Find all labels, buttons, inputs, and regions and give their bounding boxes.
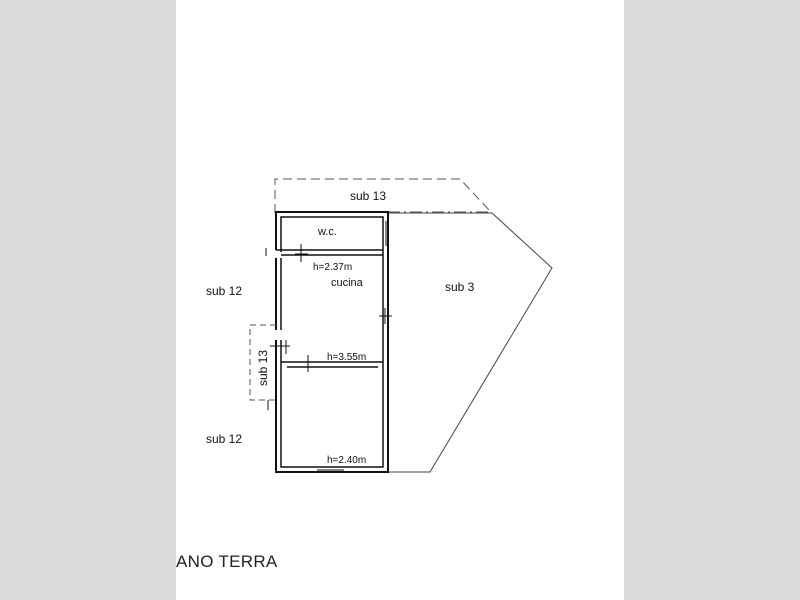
sub12-upper-label: sub 12 <box>206 284 242 298</box>
building-walls <box>275 211 389 473</box>
wc-height-label: h=2.37m <box>313 262 352 273</box>
sub3-boundary <box>388 212 553 473</box>
wc-label: w.c. <box>317 226 337 238</box>
sub13-side-label: sub 13 <box>256 350 270 386</box>
middle-height-label: h=3.55m <box>327 352 366 363</box>
sub13-top-label: sub 13 <box>350 189 386 203</box>
floor-caption: ANO TERRA <box>176 552 278 571</box>
wc-window <box>382 221 389 246</box>
drawing-sheet <box>176 0 624 600</box>
sub3-label: sub 3 <box>445 280 475 294</box>
cucina-label: cucina <box>331 277 364 289</box>
sub12-lower-label: sub 12 <box>206 432 242 446</box>
sub13-top-boundary <box>274 178 492 213</box>
sub13-side-boundary <box>249 324 276 401</box>
door-marks <box>265 244 392 410</box>
bottom-height-label: h=2.40m <box>327 455 366 466</box>
bottom-window <box>317 466 344 473</box>
